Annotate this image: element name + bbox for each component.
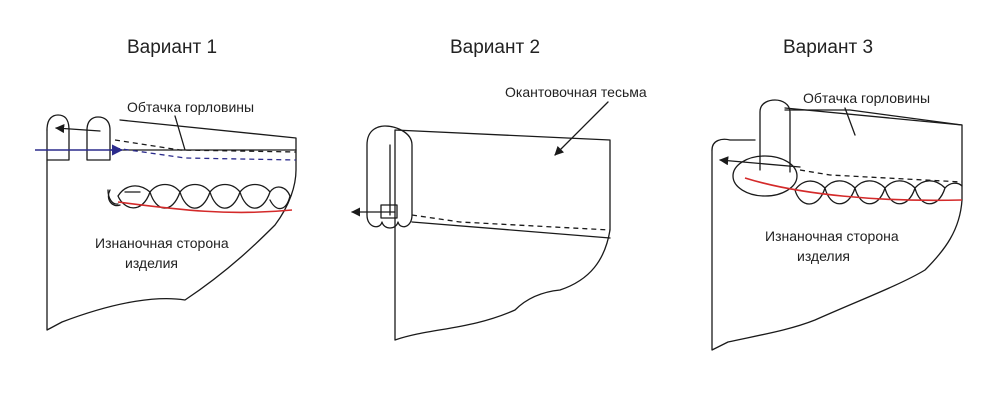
- variant-3-arrow: [719, 156, 801, 168]
- variant-1-stitch-black: [114, 139, 297, 153]
- variant-2-inner-line: [411, 221, 611, 239]
- variant-3-facing-pointer: [844, 107, 856, 136]
- variant-3-stitch: [799, 169, 963, 183]
- variant-2-seam-box: [380, 204, 398, 219]
- variant-3-wrong-side-label-1: Изнаночная сторона: [765, 228, 899, 244]
- variant-1-garment-outline: [46, 119, 297, 331]
- variant-1-wrong-side-label-1: Изнаночная сторона: [95, 235, 229, 251]
- variant-3-facing-label: Обтачка горловины: [803, 90, 930, 106]
- variant-2: Вариант 2 Окантовочная тесьма: [351, 37, 647, 341]
- variant-1-title: Вариант 1: [127, 37, 217, 58]
- variant-1-small-arrow: [55, 124, 101, 134]
- variant-1-scallops: [107, 183, 291, 210]
- variant-3-scallops: [794, 180, 963, 205]
- variant-3-facing-top: [784, 107, 963, 126]
- variant-1-scallop-edge: [107, 189, 119, 205]
- variant-1-wrong-side-label-2: изделия: [125, 255, 178, 271]
- variant-1-facing-label: Обтачка горловины: [127, 99, 254, 115]
- variant-1-stitch-blue: [114, 147, 297, 161]
- variant-3-title: Вариант 3: [783, 37, 873, 58]
- variant-3-garment-outline: [711, 109, 963, 351]
- variant-2-binding-label: Окантовочная тесьма: [505, 84, 647, 100]
- variant-3: Вариант 3 Обтачка горловины Изнаночная с…: [711, 37, 963, 351]
- variant-2-binding-outer: [366, 125, 413, 229]
- variant-2-stitch: [411, 214, 611, 231]
- variant-2-garment-outline: [394, 129, 611, 341]
- variant-3-red-stitch: [744, 177, 963, 202]
- variant-1: Вариант 1 Обтачка горловины Изнаночная с…: [35, 37, 297, 331]
- variant-3-fold-standing: [759, 99, 791, 173]
- variant-3-wrong-side-label-2: изделия: [797, 248, 850, 264]
- variant-1-fold-outer: [46, 114, 70, 161]
- variant-3-fold-left: [711, 138, 756, 151]
- variant-3-fold-loop: [732, 155, 798, 197]
- variant-1-red-stitch: [117, 201, 293, 214]
- variant-2-binding-pointer: [554, 101, 609, 156]
- variant-1-fold-inner: [86, 116, 111, 161]
- variant-1-facing-pointer: [174, 115, 186, 151]
- variant-2-title: Вариант 2: [450, 37, 540, 58]
